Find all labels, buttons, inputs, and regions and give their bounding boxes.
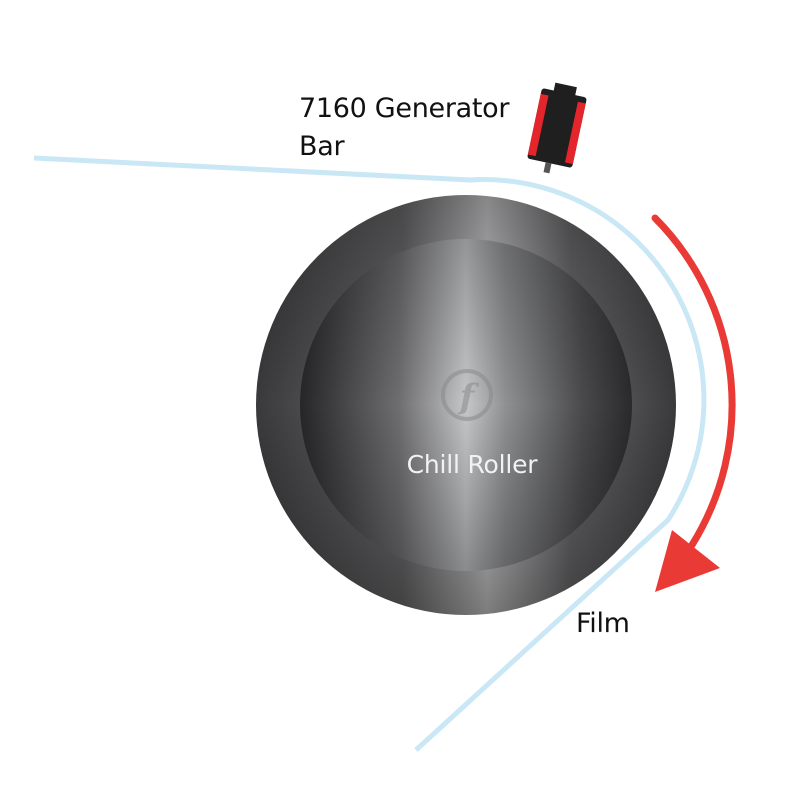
chill-roller-label: Chill Roller [406, 450, 538, 479]
film-web [33, 155, 707, 752]
generator-label-line2: Bar [299, 131, 345, 162]
film-label: Film [576, 608, 630, 639]
logo-letter: f [458, 377, 480, 417]
chill-roller: f [256, 195, 676, 615]
logo-icon: f [441, 369, 493, 421]
generator-label-line1: 7160 Generator [299, 93, 510, 124]
roller-inner-shade [300, 239, 632, 571]
generator-bar-label: 7160 Generator Bar [299, 90, 529, 166]
rotation-arrow-icon [651, 214, 736, 592]
generator-bar-icon [527, 82, 587, 174]
